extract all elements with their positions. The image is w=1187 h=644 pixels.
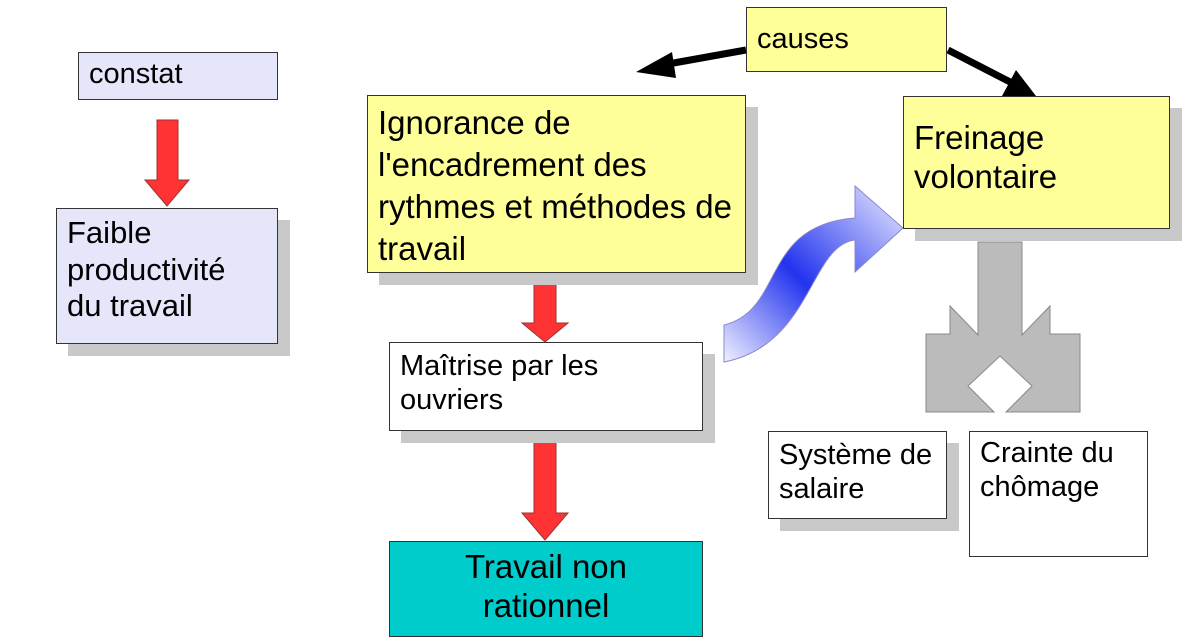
faible-productivite-box: Faible productivité du travail: [56, 208, 278, 344]
faible-productivite-label: Faible productivité du travail: [67, 215, 226, 324]
systeme-de-salaire-box: Système de salaire: [768, 431, 947, 519]
down-arrow-icon: [520, 275, 570, 343]
causes-label: causes: [757, 23, 849, 55]
arrow-icon: [636, 46, 747, 78]
causes-box: causes: [746, 7, 947, 72]
crainte-du-chomage-box: Crainte du chômage: [969, 431, 1148, 557]
arrow-icon: [946, 46, 1036, 96]
constat-label: constat: [89, 58, 183, 90]
ignorance-box: Ignorance de l'encadrement des rythmes e…: [367, 95, 746, 273]
freinage-label: Freinage volontaire: [914, 119, 1058, 195]
travail-non-rationnel-label: Travail non rationnel: [464, 548, 628, 624]
freinage-box: Freinage volontaire: [903, 96, 1170, 229]
systeme-de-salaire-label: Système de salaire: [779, 439, 933, 506]
constat-box: constat: [78, 52, 278, 100]
maitrise-label: Maîtrise par les ouvriers: [400, 350, 599, 417]
split-arrow-icon: [925, 241, 1081, 413]
curved-right-arrow-icon: [723, 184, 904, 363]
down-arrow-icon: [143, 119, 191, 207]
travail-non-rationnel-box: Travail non rationnel: [389, 541, 703, 637]
maitrise-box: Maîtrise par les ouvriers: [389, 342, 703, 431]
down-arrow-icon: [520, 429, 570, 541]
ignorance-label: Ignorance de l'encadrement des rythmes e…: [378, 104, 733, 267]
crainte-du-chomage-label: Crainte du chômage: [980, 437, 1114, 504]
